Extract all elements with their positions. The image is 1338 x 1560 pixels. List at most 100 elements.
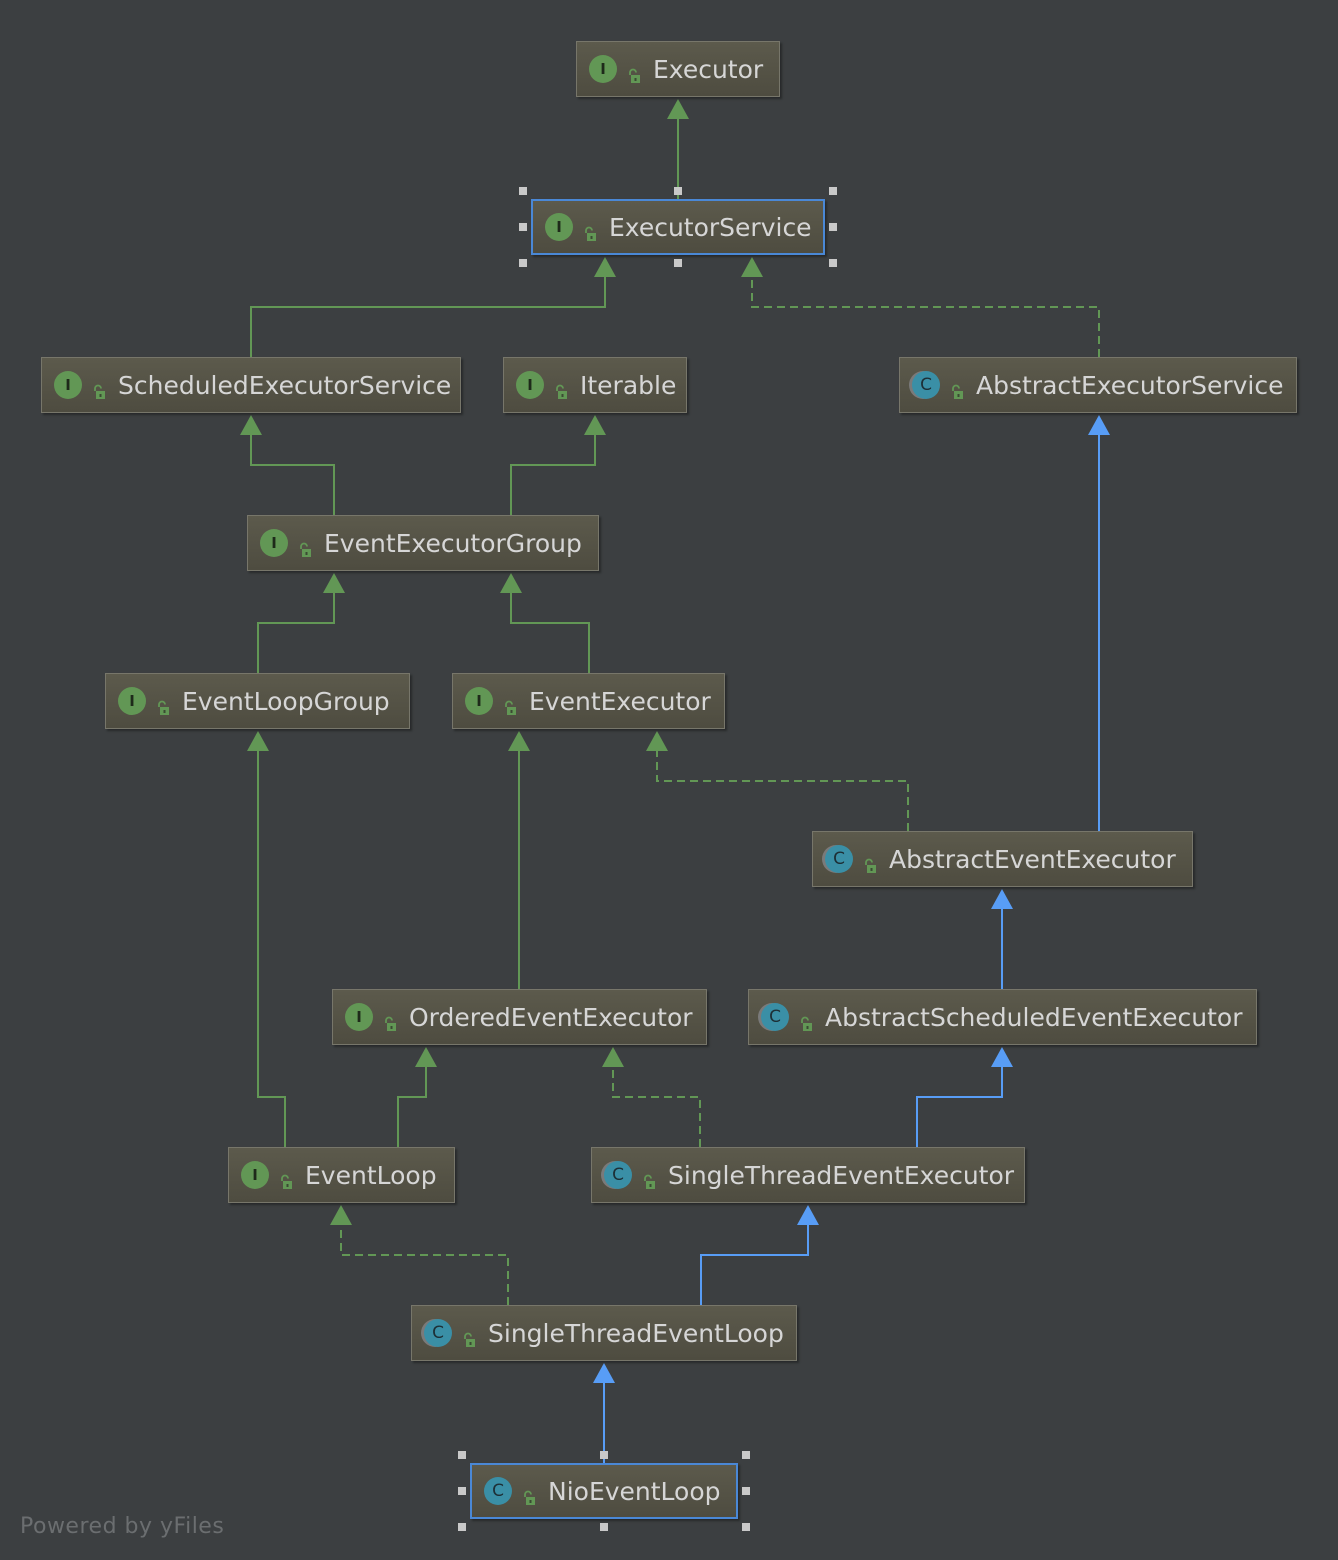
arrowhead-event-executor-group bbox=[323, 573, 345, 593]
node-event-executor-group[interactable]: I EventExecutorGroup bbox=[247, 515, 599, 571]
public-access-icon bbox=[522, 1483, 536, 1505]
interface-icon: I bbox=[345, 1003, 373, 1031]
selection-handle[interactable] bbox=[742, 1487, 750, 1495]
selection-handle[interactable] bbox=[829, 259, 837, 267]
powered-by-footer: Powered by yFiles bbox=[20, 1514, 225, 1539]
node-nio-event-loop[interactable]: C NioEventLoop bbox=[470, 1463, 738, 1519]
interface-icon: I bbox=[118, 687, 146, 715]
node-label: SingleThreadEventLoop bbox=[488, 1318, 784, 1348]
arrowhead-ordered-event-executor bbox=[602, 1047, 624, 1067]
node-label: Executor bbox=[653, 54, 764, 84]
node-single-thread-event-loop[interactable]: C SingleThreadEventLoop bbox=[411, 1305, 797, 1361]
selection-handle[interactable] bbox=[519, 187, 527, 195]
selection-handle[interactable] bbox=[519, 223, 527, 231]
node-label: ScheduledExecutorService bbox=[118, 370, 452, 400]
arrowhead-executor-service bbox=[594, 257, 616, 277]
public-access-icon bbox=[583, 219, 597, 241]
public-access-icon bbox=[383, 1009, 397, 1031]
node-scheduled-executor-service[interactable]: I ScheduledExecutorService bbox=[41, 357, 461, 413]
selection-handle[interactable] bbox=[674, 187, 682, 195]
edge-single-thread-event-loop-to-event-loop bbox=[340, 1225, 509, 1305]
edge-event-executor-to-event-executor-group bbox=[510, 593, 590, 673]
public-access-icon bbox=[627, 61, 641, 83]
abstract-class-icon: C bbox=[604, 1161, 632, 1189]
edge-event-executor-group-to-scheduled-executor-service bbox=[250, 435, 335, 515]
node-label: AbstractExecutorService bbox=[976, 370, 1284, 400]
node-event-loop-group[interactable]: I EventLoopGroup bbox=[105, 673, 410, 729]
edge-single-thread-event-executor-to-abstract-scheduled-event-executor bbox=[916, 1067, 1003, 1147]
node-label: ExecutorService bbox=[609, 212, 812, 242]
class-icon: C bbox=[484, 1477, 512, 1505]
selection-handle[interactable] bbox=[600, 1451, 608, 1459]
interface-icon: I bbox=[241, 1161, 269, 1189]
node-executor[interactable]: I Executor bbox=[576, 41, 780, 97]
selection-handle[interactable] bbox=[742, 1451, 750, 1459]
edge-abstract-executor-service-to-executor-service bbox=[751, 277, 1100, 357]
selection-handle[interactable] bbox=[674, 259, 682, 267]
arrowhead-ordered-event-executor bbox=[415, 1047, 437, 1067]
node-label: AbstractScheduledEventExecutor bbox=[825, 1002, 1243, 1032]
interface-icon: I bbox=[516, 371, 544, 399]
edge-event-loop-group-to-event-executor-group bbox=[257, 593, 335, 673]
arrowhead-event-loop-group bbox=[247, 731, 269, 751]
node-iterable[interactable]: I Iterable bbox=[503, 357, 687, 413]
arrowhead-abstract-executor-service bbox=[1088, 415, 1110, 435]
arrowhead-iterable bbox=[584, 415, 606, 435]
edge-event-loop-to-event-loop-group bbox=[257, 751, 286, 1147]
arrowhead-single-thread-event-executor bbox=[797, 1205, 819, 1225]
node-label: Iterable bbox=[580, 370, 677, 400]
node-label: NioEventLoop bbox=[548, 1476, 721, 1506]
node-label: EventLoop bbox=[305, 1160, 437, 1190]
node-label: EventExecutorGroup bbox=[324, 528, 582, 558]
abstract-class-icon: C bbox=[825, 845, 853, 873]
selection-handle[interactable] bbox=[829, 223, 837, 231]
edge-scheduled-executor-service-to-executor-service bbox=[250, 277, 606, 357]
public-access-icon bbox=[156, 693, 170, 715]
interface-icon: I bbox=[545, 213, 573, 241]
node-event-executor[interactable]: I EventExecutor bbox=[452, 673, 725, 729]
edge-event-executor-group-to-iterable bbox=[510, 435, 596, 515]
arrowhead-scheduled-executor-service bbox=[240, 415, 262, 435]
node-executor-service[interactable]: I ExecutorService bbox=[531, 199, 825, 255]
edge-event-loop-to-ordered-event-executor bbox=[397, 1067, 427, 1147]
arrowhead-event-loop bbox=[330, 1205, 352, 1225]
abstract-class-icon: C bbox=[424, 1319, 452, 1347]
selection-handle[interactable] bbox=[458, 1487, 466, 1495]
interface-icon: I bbox=[260, 529, 288, 557]
selection-handle[interactable] bbox=[600, 1523, 608, 1531]
arrowhead-event-executor-group bbox=[500, 573, 522, 593]
node-label: EventLoopGroup bbox=[182, 686, 390, 716]
selection-handle[interactable] bbox=[742, 1523, 750, 1531]
selection-handle[interactable] bbox=[519, 259, 527, 267]
public-access-icon bbox=[503, 693, 517, 715]
arrowhead-event-executor bbox=[646, 731, 668, 751]
interface-icon: I bbox=[589, 55, 617, 83]
public-access-icon bbox=[554, 377, 568, 399]
node-abstract-executor-service[interactable]: C AbstractExecutorService bbox=[899, 357, 1297, 413]
interface-icon: I bbox=[465, 687, 493, 715]
node-event-loop[interactable]: I EventLoop bbox=[228, 1147, 455, 1203]
selection-handle[interactable] bbox=[458, 1523, 466, 1531]
abstract-class-icon: C bbox=[912, 371, 940, 399]
interface-icon: I bbox=[54, 371, 82, 399]
arrowhead-executor-service bbox=[741, 257, 763, 277]
arrowhead-single-thread-event-loop bbox=[593, 1363, 615, 1383]
edge-single-thread-event-executor-to-ordered-event-executor bbox=[612, 1067, 701, 1147]
selection-handle[interactable] bbox=[829, 187, 837, 195]
public-access-icon bbox=[863, 851, 877, 873]
arrowhead-event-executor bbox=[508, 731, 530, 751]
edge-abstract-event-executor-to-event-executor bbox=[656, 751, 909, 831]
public-access-icon bbox=[92, 377, 106, 399]
selection-handle[interactable] bbox=[458, 1451, 466, 1459]
arrowhead-executor bbox=[667, 99, 689, 119]
public-access-icon bbox=[799, 1009, 813, 1031]
node-label: EventExecutor bbox=[529, 686, 711, 716]
edge-single-thread-event-loop-to-single-thread-event-executor bbox=[700, 1225, 809, 1305]
public-access-icon bbox=[298, 535, 312, 557]
